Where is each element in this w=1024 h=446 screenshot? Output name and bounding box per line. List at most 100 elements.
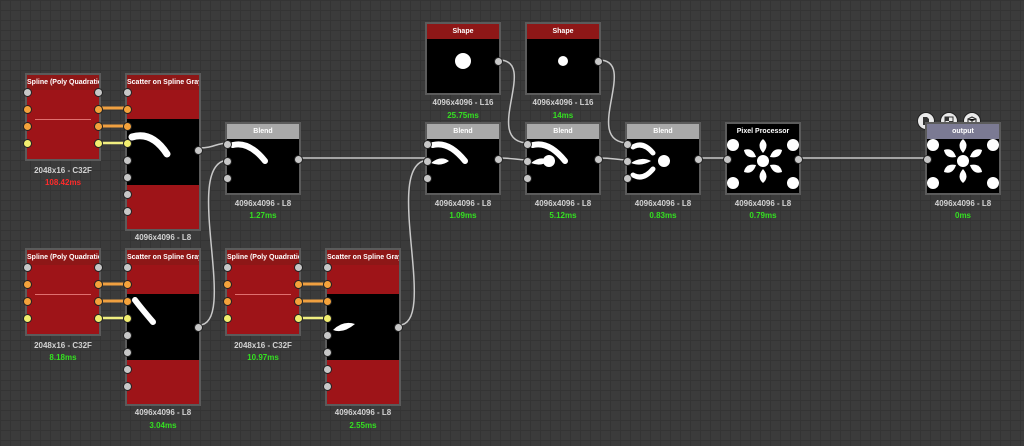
- node-preview: [430, 141, 468, 165]
- input-port[interactable]: [523, 140, 532, 149]
- input-port[interactable]: [123, 173, 132, 182]
- input-port[interactable]: [623, 157, 632, 166]
- output-port[interactable]: [94, 314, 103, 323]
- output-port[interactable]: [94, 280, 103, 289]
- output-port[interactable]: [794, 155, 803, 164]
- node-preview: [128, 132, 171, 158]
- output-port[interactable]: [494, 155, 503, 164]
- output-port[interactable]: [94, 122, 103, 131]
- node-resolution: 4096x4096 - L8: [934, 199, 992, 208]
- node-time: 108.42ms: [44, 178, 82, 187]
- node-title: Scatter on Spline Gray...: [327, 250, 399, 265]
- input-port[interactable]: [323, 382, 332, 391]
- spline-node-2[interactable]: Spline (Poly Quadratic): [23, 248, 103, 336]
- input-port[interactable]: [323, 331, 332, 340]
- input-port[interactable]: [123, 365, 132, 374]
- input-port[interactable]: [423, 140, 432, 149]
- input-port[interactable]: [223, 174, 232, 183]
- input-port[interactable]: [23, 263, 32, 272]
- node-time: 5.12ms: [549, 211, 577, 220]
- scatter-node-2[interactable]: Scatter on Spline Gray...: [123, 248, 203, 406]
- input-port[interactable]: [523, 157, 532, 166]
- input-port[interactable]: [123, 331, 132, 340]
- input-port[interactable]: [323, 263, 332, 272]
- input-port[interactable]: [923, 155, 932, 164]
- input-port[interactable]: [123, 207, 132, 216]
- input-port[interactable]: [623, 140, 632, 149]
- input-port[interactable]: [23, 122, 32, 131]
- input-port[interactable]: [423, 157, 432, 166]
- output-port[interactable]: [94, 139, 103, 148]
- node-resolution: 4096x4096 - L8: [134, 408, 192, 417]
- output-port[interactable]: [494, 57, 503, 66]
- output-port[interactable]: [594, 155, 603, 164]
- output-port[interactable]: [394, 323, 403, 332]
- input-port[interactable]: [223, 140, 232, 149]
- node-title: Blend: [527, 124, 599, 139]
- input-port[interactable]: [123, 88, 132, 97]
- input-port[interactable]: [23, 105, 32, 114]
- input-port[interactable]: [123, 156, 132, 165]
- output-port[interactable]: [294, 297, 303, 306]
- input-port[interactable]: [23, 314, 32, 323]
- input-port[interactable]: [123, 263, 132, 272]
- input-port[interactable]: [23, 280, 32, 289]
- output-port[interactable]: [594, 57, 603, 66]
- output-port[interactable]: [294, 280, 303, 289]
- input-port[interactable]: [323, 365, 332, 374]
- input-port[interactable]: [323, 348, 332, 357]
- node-preview: [558, 56, 568, 66]
- input-port[interactable]: [223, 297, 232, 306]
- output-port[interactable]: [94, 88, 103, 97]
- output-port[interactable]: [94, 263, 103, 272]
- output-port[interactable]: [294, 263, 303, 272]
- input-port[interactable]: [223, 314, 232, 323]
- spline-node-3[interactable]: Spline (Poly Quadratic): [223, 248, 303, 336]
- input-port[interactable]: [623, 174, 632, 183]
- output-port[interactable]: [294, 155, 303, 164]
- input-port[interactable]: [123, 382, 132, 391]
- blend-node-1[interactable]: Blend: [223, 122, 303, 195]
- input-port[interactable]: [723, 155, 732, 164]
- input-port[interactable]: [123, 190, 132, 199]
- shape-node-1[interactable]: Shape: [425, 22, 503, 95]
- input-port[interactable]: [123, 280, 132, 289]
- output-node[interactable]: output: [923, 122, 1001, 195]
- output-port[interactable]: [194, 323, 203, 332]
- node-time: 0.79ms: [749, 211, 777, 220]
- input-port[interactable]: [123, 139, 132, 148]
- input-port[interactable]: [23, 139, 32, 148]
- output-port[interactable]: [694, 155, 703, 164]
- output-port[interactable]: [294, 314, 303, 323]
- input-port[interactable]: [323, 297, 332, 306]
- output-port[interactable]: [94, 297, 103, 306]
- node-title: Blend: [627, 124, 699, 139]
- input-port[interactable]: [223, 280, 232, 289]
- input-port[interactable]: [123, 105, 132, 114]
- blend-node-2[interactable]: Blend: [423, 122, 503, 195]
- input-port[interactable]: [123, 314, 132, 323]
- input-port[interactable]: [323, 280, 332, 289]
- blend-node-4[interactable]: Blend: [623, 122, 703, 195]
- pixel-processor-node[interactable]: Pixel Processor: [723, 122, 803, 195]
- input-port[interactable]: [23, 297, 32, 306]
- node-preview: [455, 53, 471, 69]
- input-port[interactable]: [423, 174, 432, 183]
- node-preview: [230, 141, 268, 164]
- spline-node-1[interactable]: Spline (Poly Quadratic): [23, 73, 103, 161]
- input-port[interactable]: [223, 263, 232, 272]
- shape-node-2[interactable]: Shape: [525, 22, 603, 95]
- input-port[interactable]: [223, 157, 232, 166]
- output-port[interactable]: [194, 146, 203, 155]
- input-port[interactable]: [123, 122, 132, 131]
- input-port[interactable]: [323, 314, 332, 323]
- blend-node-3[interactable]: Blend: [523, 122, 603, 195]
- input-port[interactable]: [123, 348, 132, 357]
- scatter-node-3[interactable]: Scatter on Spline Gray...: [323, 248, 403, 406]
- input-port[interactable]: [123, 297, 132, 306]
- output-port[interactable]: [94, 105, 103, 114]
- input-port[interactable]: [23, 88, 32, 97]
- scatter-node-1[interactable]: Scatter on Spline Gray...: [123, 73, 203, 231]
- input-port[interactable]: [523, 174, 532, 183]
